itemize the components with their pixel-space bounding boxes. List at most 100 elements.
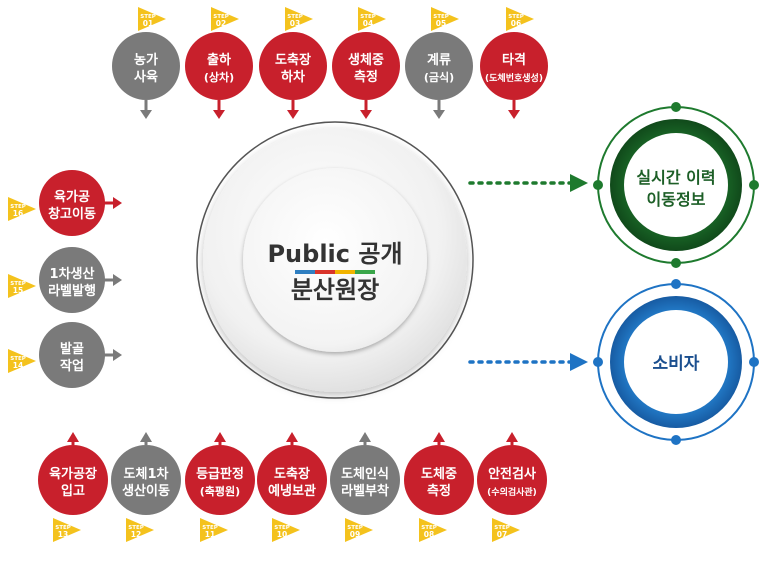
step-circle (405, 32, 473, 100)
step-badge-word: STEP (10, 281, 26, 287)
step-badge-number: 12 (131, 530, 141, 539)
center-title-line2: 분산원장 (291, 276, 379, 304)
ring-dot (749, 357, 759, 367)
step-badge (285, 7, 313, 31)
center-underline (295, 270, 375, 274)
step-circle (185, 445, 255, 515)
underline-segment (315, 270, 335, 274)
step-circle (112, 32, 180, 100)
step-badge-word: STEP (360, 14, 376, 20)
step-badge-word: STEP (128, 525, 144, 531)
step-badge (345, 518, 373, 542)
step-circle (259, 32, 327, 100)
step-label-line2: 측정 (427, 483, 451, 499)
step-badge-number: 01 (143, 19, 153, 28)
step-label-line1: 타격 (502, 52, 526, 68)
step-badge-word: STEP (274, 525, 290, 531)
arrowhead-icon (570, 353, 588, 371)
step-badge-word: STEP (213, 14, 229, 20)
arrow-up-icon (286, 432, 298, 442)
step-badge-word: STEP (347, 525, 363, 531)
step-badge-word: STEP (10, 356, 26, 362)
arrow-up-icon (359, 432, 371, 442)
step-badge-number: 15 (13, 286, 23, 295)
step-circle (480, 32, 548, 100)
arrow-up-icon (433, 432, 445, 442)
step-badge-word: STEP (421, 525, 437, 531)
step-label-line1: 1차생산 (50, 266, 95, 282)
step-badge-number: 02 (216, 19, 226, 28)
center-title-line1: Public 공개 (267, 240, 402, 268)
step-label-line2: 생산이동 (122, 483, 170, 499)
output-realtime: 실시간 이력 이동정보 (593, 102, 759, 268)
step-badge-number: 03 (290, 19, 300, 28)
underline-segment (335, 270, 355, 274)
step-label-line2: 라벨발행 (48, 283, 96, 299)
step-badge (8, 274, 36, 298)
ring-dot (671, 435, 681, 445)
step-badge-word: STEP (202, 525, 218, 531)
step-label-line2: 하차 (281, 69, 305, 85)
arrow-up-icon (506, 432, 518, 442)
step-badge (419, 518, 447, 542)
arrow-down-icon (508, 110, 520, 119)
step-badge (506, 7, 534, 31)
step-label-line1: 도체인식 (341, 466, 389, 482)
step-label-line1: 도체1차 (124, 466, 169, 482)
step-badge (431, 7, 459, 31)
step-badge (8, 197, 36, 221)
step-badge-number: 04 (363, 19, 373, 28)
step-label-line2: 창고이동 (48, 206, 96, 222)
step-label-line2: 작업 (60, 358, 84, 374)
step-label-line1: 발골 (60, 341, 84, 357)
step-label-line2: (상차) (204, 70, 234, 84)
center-inner-disc (243, 168, 427, 352)
arrow-up-icon (214, 432, 226, 442)
step-circle (332, 32, 400, 100)
step-badge-number: 14 (13, 361, 23, 370)
step-circle (185, 32, 253, 100)
output-consumer: 소비자 (593, 279, 759, 445)
step-circle (39, 322, 105, 388)
step-badge (8, 349, 36, 373)
arrow-down-icon (287, 110, 299, 119)
step-label-line1: 등급판정 (196, 466, 244, 482)
step-label-line2: 입고 (61, 484, 85, 499)
arrow-to-realtime (468, 174, 588, 192)
step-label-line1: 안전검사 (488, 466, 536, 482)
step-circle (257, 445, 327, 515)
step-badge-word: STEP (55, 525, 71, 531)
step-badge-number: 07 (497, 530, 507, 539)
underline-segment (295, 270, 315, 274)
step-badge (138, 7, 166, 31)
step-badge (358, 7, 386, 31)
step-badge-number: 10 (277, 530, 287, 539)
center-outer-ring (196, 121, 474, 399)
step-label-line1: 계류 (427, 53, 451, 68)
ring-dot (671, 102, 681, 112)
step-badge-word: STEP (508, 14, 524, 20)
step-label-line1: 생체중 (348, 53, 384, 68)
step-circle (330, 445, 400, 515)
ring-dot (671, 279, 681, 289)
step-label-line1: 도체중 (421, 467, 457, 482)
center-hub: Public 공개 분산원장 (196, 121, 474, 399)
output-inner-disc (624, 133, 728, 237)
step-badge (200, 518, 228, 542)
step-label-line2: (수의검사관) (487, 486, 537, 498)
arrow-down-icon (433, 110, 445, 119)
arrow-up-icon (140, 432, 152, 442)
step-badge (126, 518, 154, 542)
ring-dot (671, 258, 681, 268)
step-badge-number: 06 (511, 19, 521, 28)
